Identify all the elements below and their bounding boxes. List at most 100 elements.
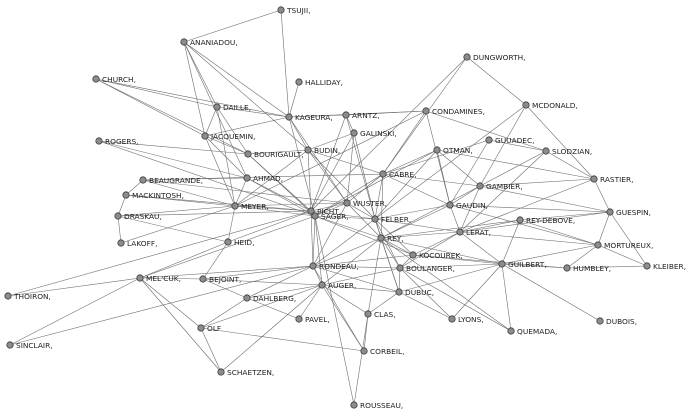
node-dot-rousseau xyxy=(350,401,358,409)
node-dot-dubois xyxy=(596,317,604,325)
edge-halliday-kageura xyxy=(288,81,300,118)
edge-picht-draskau xyxy=(117,210,312,217)
node-label-dubois: DUBOIS, xyxy=(606,317,637,326)
edge-mortureux-humbley xyxy=(566,244,599,269)
edge-ananiadou-budin xyxy=(183,41,309,151)
edge-tsujii-kageura xyxy=(280,9,290,118)
node-dot-gaudin xyxy=(446,201,454,209)
edge-slodzian-rastier xyxy=(545,150,595,180)
node-galinski: GALINSKI, xyxy=(350,129,397,138)
node-dot-guuadec xyxy=(485,136,493,144)
edge-cabre-gambier xyxy=(382,173,481,187)
edge-humbley-kleiber xyxy=(566,265,648,269)
edge-galinski-budin xyxy=(307,132,355,151)
node-dot-arntz xyxy=(342,111,350,119)
edge-guuadec-slodzian xyxy=(488,139,547,152)
node-dot-daille xyxy=(213,103,221,111)
edge-budin-wuster xyxy=(307,149,348,204)
edge-kageura-jacquemin xyxy=(204,116,290,137)
node-auger: AUGER, xyxy=(318,281,356,290)
edge-condamines-slodzian xyxy=(425,110,547,152)
edge-meyer-draskau xyxy=(117,205,236,217)
node-mackintosh: MACKINTOSH, xyxy=(122,191,184,200)
edge-dahlberg-olf xyxy=(200,297,248,329)
node-label-guespin: GUESPIN, xyxy=(616,208,651,217)
node-felber: FELBER, xyxy=(371,215,411,224)
edge-lerat-guilbert xyxy=(459,231,503,265)
node-dot-condamines xyxy=(422,107,430,115)
node-melcuk: MEL'CUK, xyxy=(136,274,181,283)
node-heid: HEID, xyxy=(224,238,254,247)
node-label-mcdonald: MCDONALD, xyxy=(532,101,578,110)
node-label-guilbert: GUILBERT, xyxy=(508,260,547,269)
edge-kageura-sager xyxy=(288,116,316,217)
node-label-boulanger: BOULANGER, xyxy=(406,264,455,273)
edge-melcuk-thoiron xyxy=(7,277,141,297)
edge-dubuc-lyons xyxy=(398,291,453,320)
node-label-galinski: GALINSKI, xyxy=(360,129,397,138)
node-label-lerat: LERAT, xyxy=(466,228,491,237)
edge-auger-olf xyxy=(200,284,323,329)
node-dot-melcuk xyxy=(136,274,144,282)
node-label-ananiadou: ANANIADOU, xyxy=(190,38,238,47)
node-meyer: MEYER, xyxy=(231,202,269,211)
edge-lerat-mortureux xyxy=(459,231,599,246)
edge-rey-kocourek xyxy=(380,237,414,256)
node-dot-auger xyxy=(318,281,326,289)
edge-schaetzen-melcuk xyxy=(139,277,222,373)
edge-heid-melcuk xyxy=(139,241,229,279)
node-rogers: ROGERS, xyxy=(95,137,139,146)
edge-auger-clas xyxy=(321,284,369,315)
edge-schaetzen-auger xyxy=(220,284,323,373)
node-dot-kageura xyxy=(285,113,293,121)
node-rastier: RASTIER, xyxy=(590,175,633,184)
edge-cabre-wuster xyxy=(346,173,384,204)
node-olf: OLF xyxy=(197,324,221,333)
edge-mcdonald-gambier xyxy=(479,104,527,187)
node-label-auger: AUGER, xyxy=(328,281,356,290)
node-condamines: CONDAMINES, xyxy=(422,107,485,116)
edge-condamines-cabre xyxy=(382,110,427,175)
edge-olf-schaetzen xyxy=(200,327,222,373)
edge-church-bourigault xyxy=(95,78,249,155)
edge-rogers-ahmad xyxy=(98,140,248,179)
node-dot-church xyxy=(92,75,100,83)
node-corbeil: CORBEIL, xyxy=(360,347,405,356)
edge-auger-corbeil xyxy=(321,284,365,352)
edge-sager-rondeau xyxy=(312,215,316,267)
node-dot-rogers xyxy=(95,137,103,145)
node-gambier: GAMBIER, xyxy=(476,182,523,191)
edge-guuadec-cabre xyxy=(382,139,490,175)
edge-gambier-gaudin xyxy=(449,185,481,206)
node-dot-dubuc xyxy=(395,288,403,296)
node-dot-sager xyxy=(311,212,319,220)
edge-reydebove-lerat xyxy=(459,219,521,233)
edge-wuster-rondeau xyxy=(312,202,348,267)
node-sager: SAGER, xyxy=(311,212,349,221)
edge-daille-jacquemin xyxy=(204,106,218,137)
edge-bejoint-dahlberg xyxy=(202,278,248,299)
edge-dungworth-cabre xyxy=(382,56,468,175)
node-label-meyer: MEYER, xyxy=(241,202,269,211)
node-cabre: CABRE, xyxy=(379,170,416,179)
edge-daille-kageura xyxy=(216,106,290,118)
edge-gambier-rey xyxy=(380,185,481,239)
node-guespin: GUESPIN, xyxy=(606,208,651,217)
edge-ananiadou-kageura xyxy=(183,41,290,118)
edge-boulanger-auger xyxy=(321,267,401,286)
edge-church-daille xyxy=(95,78,218,108)
node-dot-humbley xyxy=(563,264,571,272)
edge-lerat-boulanger xyxy=(399,231,461,269)
node-label-kocourek: KOCOUREK, xyxy=(419,251,463,260)
node-dot-tsujii xyxy=(277,6,285,14)
node-gaudin: GAUDIN, xyxy=(446,201,488,210)
node-humbley: HUMBLEY, xyxy=(563,264,611,273)
edge-mackintosh-draskau xyxy=(117,194,127,217)
edge-guilbert-humbley xyxy=(501,263,568,269)
node-schaetzen: SCHAETZEN, xyxy=(217,368,274,377)
edge-rondeau-dahlberg xyxy=(246,265,314,299)
edge-tsujii-ananiadou xyxy=(183,9,282,43)
edge-jacquemin-bourigault xyxy=(204,135,249,155)
node-dot-pavel xyxy=(295,315,303,323)
edge-otman-rastier xyxy=(436,149,595,180)
